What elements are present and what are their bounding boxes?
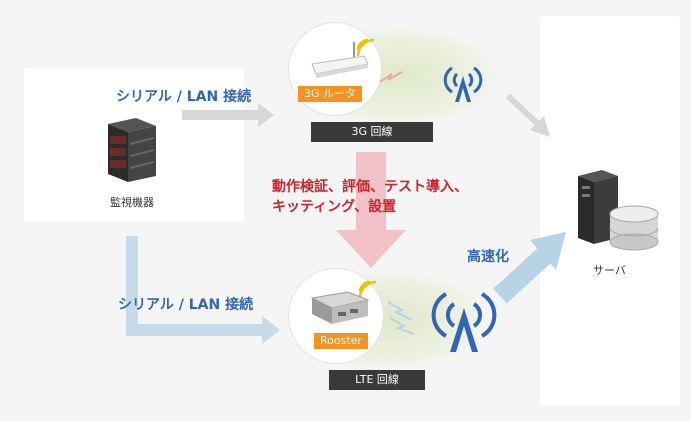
top-connection-label: シリアル / LAN 接続 [116,89,252,105]
3g-to-server-arrow [505,93,550,137]
bottom-connection-label: シリアル / LAN 接続 [118,297,254,313]
monitoring-device-label: 監視機器 [110,196,154,209]
evaluation-text-line2: キッティング、設置 [272,199,397,215]
rooster-router-tag: Rooster [314,333,368,349]
lte-tower-icon [431,292,497,352]
evaluation-arrow [336,152,406,268]
lte-signal-zigzag-icon [387,301,415,335]
evaluation-text-line1: 動作検証、評価、テスト導入、 [272,179,468,195]
3g-router-tag: 3G ルータ [298,86,363,102]
3g-line-label: 3G 回線 [311,122,433,142]
3g-signal-zigzag-icon [379,71,403,83]
speedup-label: 高速化 [467,249,509,265]
server-label: サーバ [593,264,626,277]
rooster-router-icon [310,280,377,324]
bottom-connection-arrow [126,236,280,344]
lte-line-label: LTE 回線 [329,370,425,390]
3g-tower-icon [443,66,483,102]
monitoring-device-icon [108,118,156,182]
3g-router-icon [311,38,375,78]
lte-to-server-arrow [493,232,566,304]
server-icon [578,170,659,251]
top-connection-arrow [182,103,274,127]
